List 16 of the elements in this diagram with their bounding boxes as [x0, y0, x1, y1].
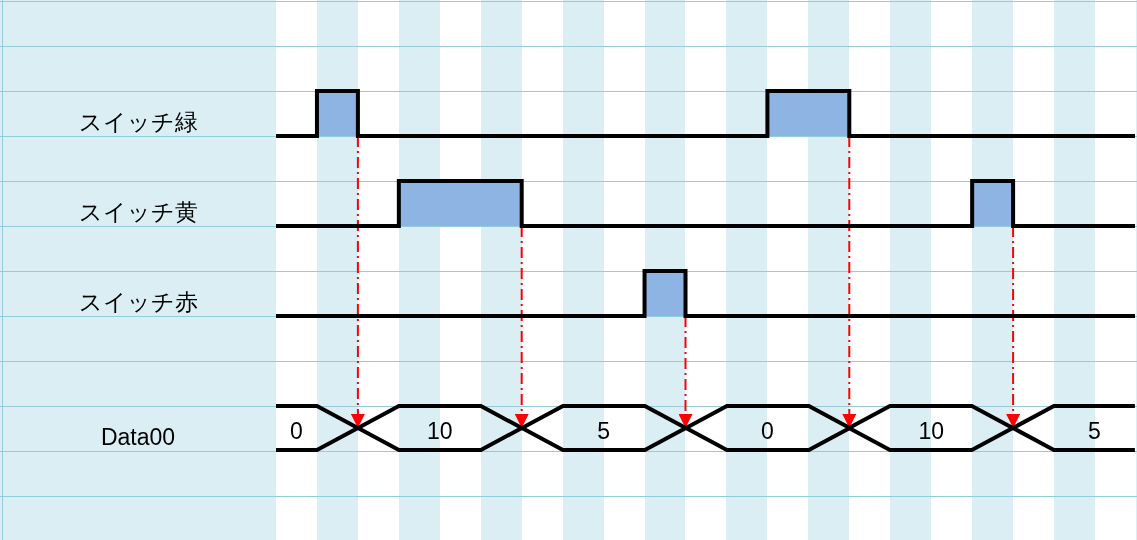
pulse-box: [767, 91, 850, 136]
arrow: [514, 225, 529, 429]
row-label: スイッチ黄: [78, 198, 198, 226]
row-label: スイッチ緑: [78, 108, 198, 136]
row-label: スイッチ赤: [78, 288, 198, 316]
bus-value-segment: 5: [520, 404, 687, 452]
pulse-box: [398, 181, 522, 226]
bus-value-segment: 10: [848, 404, 1015, 452]
bus-value-segment: 10: [356, 404, 523, 452]
row-label: Data00: [100, 423, 176, 451]
bus-value-segment: 0: [684, 404, 851, 452]
bus-value-segment: 5: [1012, 404, 1135, 452]
arrow: [678, 315, 693, 429]
arrow: [1006, 225, 1021, 429]
arrow: [350, 135, 365, 429]
bus-value-segment: 0: [276, 404, 359, 452]
